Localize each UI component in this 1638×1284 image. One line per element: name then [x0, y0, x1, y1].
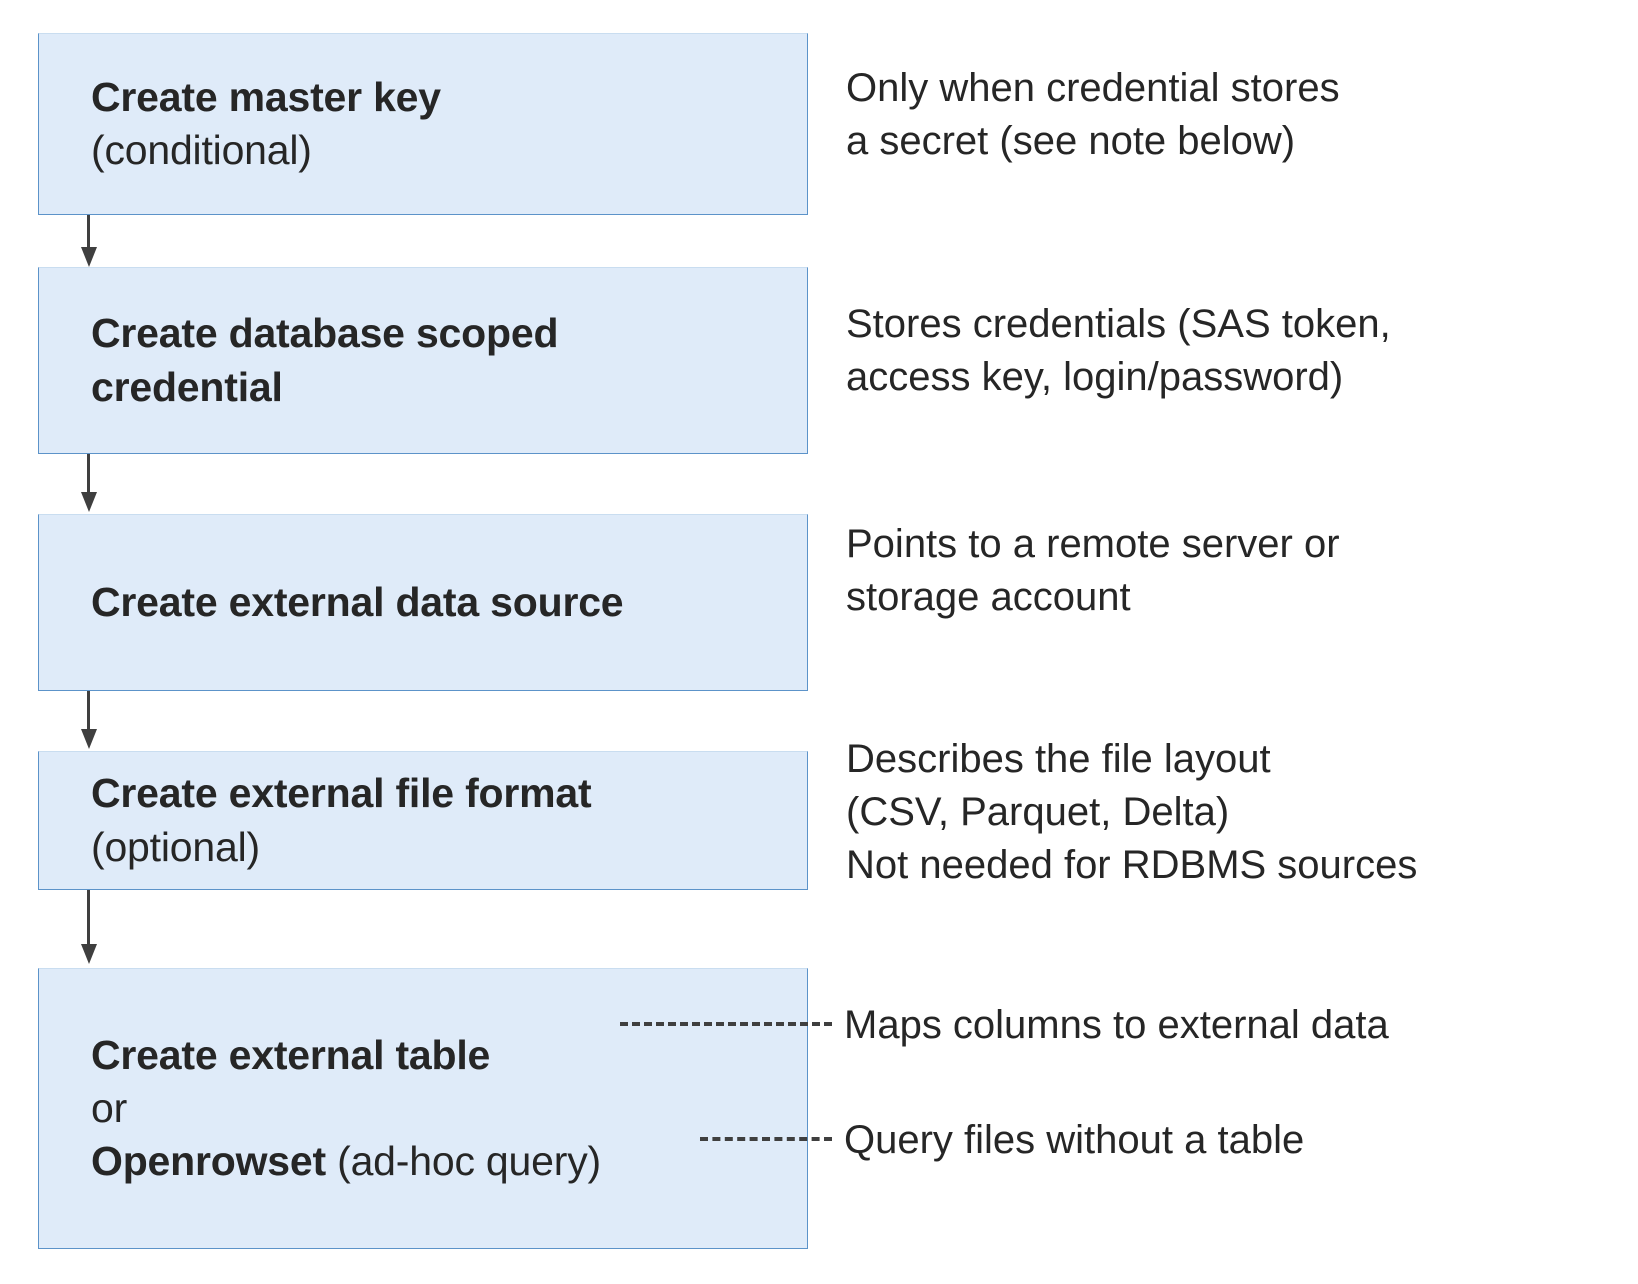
description-line: Points to a remote server or [846, 522, 1340, 566]
flow-box-text: Create master key (conditional) [39, 71, 807, 178]
flow-box-text: Create external table or Openrowset (ad-… [39, 1029, 807, 1189]
step-secondary-label: (conditional) [91, 127, 312, 173]
description-create-external-file-format: Describes the file layout (CSV, Parquet,… [846, 733, 1417, 893]
description-create-external-table: Maps columns to external data [844, 999, 1389, 1052]
step-primary-label: Create database scoped [91, 310, 559, 357]
description-line: Not needed for RDBMS sources [846, 843, 1418, 888]
description-line: Stores credentials (SAS token, [846, 302, 1391, 346]
flow-box-text: Create external data source [39, 576, 807, 629]
step-primary-label: Create external file format [91, 770, 592, 817]
option-b-rest-part: (ad-hoc query) [325, 1138, 601, 1185]
dashed-connector-openrowset [700, 1137, 832, 1141]
description-openrowset: Query files without a table [844, 1114, 1304, 1167]
description-line: Only when credential stores [846, 66, 1340, 110]
flow-box-create-external-file-format[interactable]: Create external file format (optional) [38, 751, 808, 890]
description-line: storage account [846, 575, 1131, 620]
arrow-down-icon [81, 890, 97, 968]
flow-box-create-external-data-source[interactable]: Create external data source [38, 514, 808, 691]
step-primary-label: Create master key [91, 73, 441, 120]
dashed-connector-external-table [620, 1022, 832, 1026]
step-primary-label: Create external data source [91, 578, 624, 625]
description-line: Maps columns to external data [844, 1003, 1389, 1047]
description-line: access key, login/password) [846, 355, 1344, 400]
option-a-label: Create external table [91, 1031, 491, 1078]
flow-box-text: Create external file format (optional) [39, 767, 807, 874]
arrow-down-icon [81, 215, 97, 267]
step-secondary-label: (optional) [91, 823, 260, 870]
arrow-down-icon [81, 691, 97, 751]
flow-box-create-master-key[interactable]: Create master key (conditional) [38, 33, 808, 215]
conjunction-label: or [91, 1084, 128, 1131]
description-line: (CSV, Parquet, Delta) [846, 790, 1230, 835]
description-create-database-scoped-credential: Stores credentials (SAS token, access ke… [846, 298, 1391, 404]
arrow-down-icon [81, 454, 97, 514]
step-secondary-label: credential [91, 363, 283, 410]
option-b-label: Openrowset (ad-hoc query) [91, 1135, 791, 1188]
flow-box-text: Create database scoped credential [39, 307, 807, 414]
flow-box-create-external-table-or-openrowset[interactable]: Create external table or Openrowset (ad-… [38, 968, 808, 1249]
description-line: Query files without a table [844, 1118, 1305, 1162]
description-line: a secret (see note below) [846, 119, 1296, 164]
description-line: Describes the file layout [846, 737, 1271, 781]
description-create-external-data-source: Points to a remote server or storage acc… [846, 518, 1340, 624]
flow-box-create-database-scoped-credential[interactable]: Create database scoped credential [38, 267, 808, 454]
option-b-bold-part: Openrowset [91, 1138, 326, 1185]
description-create-master-key: Only when credential stores a secret (se… [846, 62, 1340, 168]
